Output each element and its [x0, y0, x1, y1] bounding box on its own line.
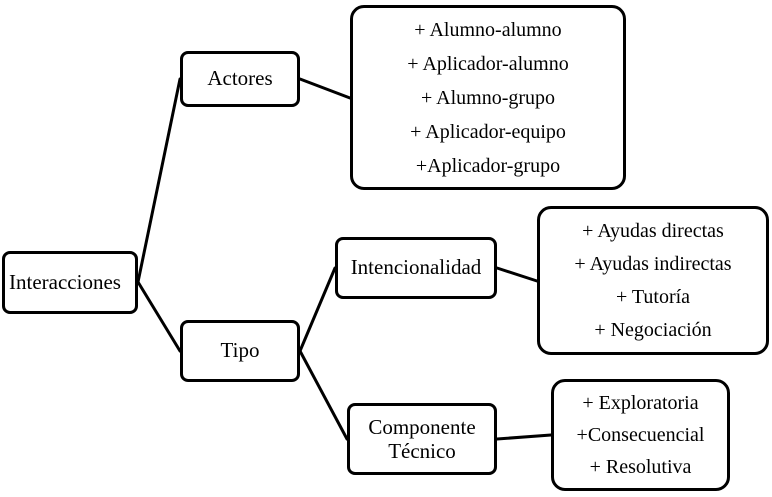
edge-intencionalidad-list: [495, 266, 539, 283]
list-item: + Aplicador-alumno: [407, 52, 569, 75]
edge-tipo-componente: [298, 349, 349, 441]
node-actores-label: Actores: [207, 66, 273, 91]
edge-tipo-intencionalidad: [298, 266, 337, 353]
node-actores: Actores: [180, 51, 300, 107]
list-componente-tecnico: + Exploratoria +Consecuencial + Resoluti…: [551, 379, 730, 491]
node-intencionalidad: Intencionalidad: [335, 237, 497, 299]
list-actores: + Alumno-alumno + Aplicador-alumno + Alu…: [350, 5, 626, 190]
node-tipo: Tipo: [180, 320, 300, 382]
list-item: +Aplicador-grupo: [415, 154, 561, 177]
list-item: + Ayudas indirectas: [574, 252, 732, 275]
edge-interacciones-tipo: [136, 280, 182, 353]
list-item: + Aplicador-equipo: [410, 120, 566, 143]
edge-interacciones-actores: [136, 77, 182, 284]
node-interacciones-label: Interacciones: [9, 269, 121, 294]
list-item: + Tutoría: [615, 285, 691, 308]
node-componente-tecnico: Componente Técnico: [347, 403, 497, 475]
node-componente-label-line1: Componente: [368, 414, 476, 439]
node-interacciones: Interacciones: [2, 251, 138, 314]
edge-componente-list: [495, 433, 553, 441]
list-item: + Alumno-alumno: [414, 18, 562, 41]
list-item: +Consecuencial: [576, 424, 705, 446]
node-intencionalidad-label: Intencionalidad: [350, 255, 482, 280]
node-tipo-label: Tipo: [220, 338, 260, 363]
list-item: + Alumno-grupo: [420, 86, 556, 109]
node-componente-label-line2: Técnico: [388, 439, 456, 463]
list-item: + Exploratoria: [582, 392, 699, 414]
list-intencionalidad: + Ayudas directas + Ayudas indirectas + …: [537, 206, 769, 355]
list-item: + Negociación: [594, 318, 712, 341]
list-item: + Resolutiva: [589, 456, 692, 478]
list-item: + Ayudas directas: [582, 219, 724, 242]
edge-actores-list: [298, 77, 352, 100]
